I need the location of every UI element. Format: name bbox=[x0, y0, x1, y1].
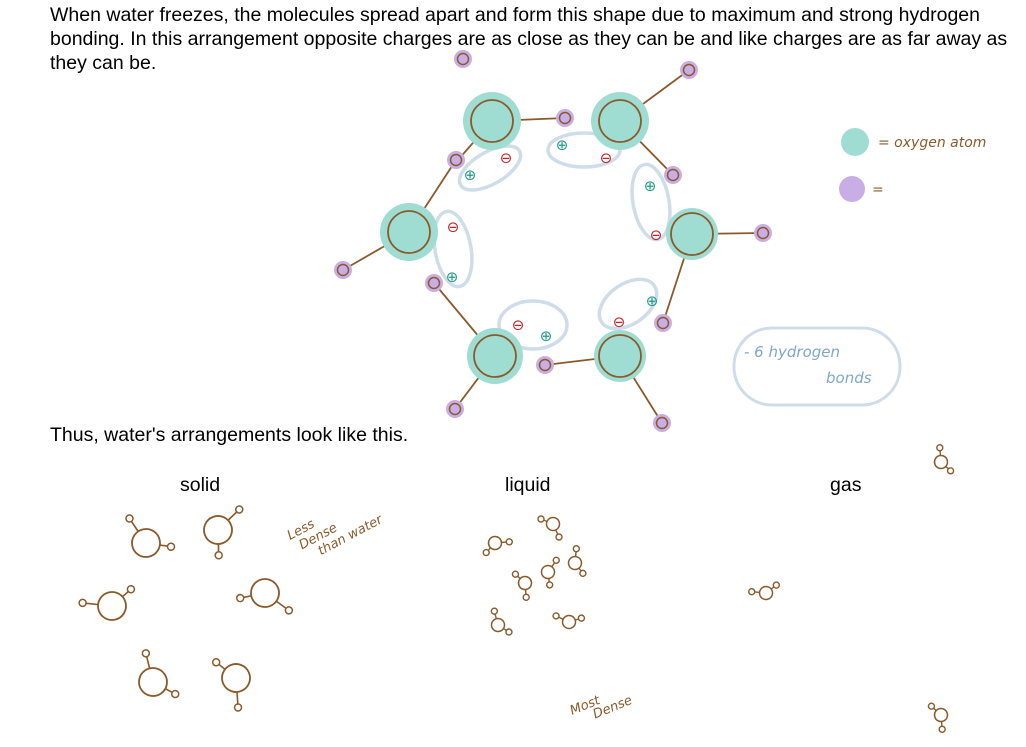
legend-hydrogen-swatch bbox=[839, 176, 865, 202]
solid-molecule-3 bbox=[76, 566, 139, 628]
ice-hydrogen-atoms bbox=[334, 50, 772, 432]
thus-text: Thus, water's arrangements look like thi… bbox=[50, 424, 409, 446]
hbond-outline-6 bbox=[597, 277, 659, 331]
solid-arrangement bbox=[76, 504, 295, 713]
solid-molecule-4 bbox=[233, 572, 295, 635]
gas-molecule-3 bbox=[920, 701, 953, 734]
ice-hexagon-structure: ⊖ ⊕ ⊕ ⊖ ⊕ ⊖ ⊖ ⊕ ⊖ ⊕ ⊖ ⊕ bbox=[334, 50, 772, 432]
positive-charge-2: ⊕ bbox=[556, 136, 569, 154]
hbond-note-line1: - 6 hydrogen bbox=[744, 343, 840, 361]
legend-oxygen-swatch bbox=[841, 128, 869, 156]
negative-charge-6: ⊖ bbox=[613, 313, 626, 331]
liquid-molecule-7 bbox=[551, 599, 587, 635]
solid-molecule-6 bbox=[198, 654, 257, 713]
liquid-molecule-4 bbox=[562, 543, 597, 579]
gas-molecule-2 bbox=[746, 571, 782, 606]
positive-charge-3: ⊕ bbox=[644, 177, 657, 195]
legend: = oxygen atom = bbox=[839, 128, 986, 202]
most-dense-note: Most Dense bbox=[568, 693, 635, 723]
positive-charge-1: ⊕ bbox=[464, 166, 477, 184]
hbond-outline-4 bbox=[432, 209, 474, 289]
hbond-note-outline bbox=[732, 326, 902, 407]
hbond-note-line2: bonds bbox=[826, 369, 872, 387]
ice-oxygen-atoms bbox=[380, 92, 718, 384]
positive-charge-5: ⊕ bbox=[540, 327, 553, 345]
liquid-molecule-3 bbox=[535, 555, 571, 590]
hbond-outline-3 bbox=[630, 162, 672, 242]
gas-label: gas bbox=[830, 474, 862, 496]
gas-arrangement bbox=[746, 443, 962, 734]
legend-oxygen-label: = oxygen atom bbox=[878, 135, 986, 151]
liquid-molecule-2 bbox=[481, 531, 514, 564]
liquid-label: liquid bbox=[505, 474, 551, 496]
solid-molecule-1 bbox=[124, 507, 177, 561]
solid-molecule-2 bbox=[198, 504, 257, 562]
negative-charge-5: ⊖ bbox=[512, 316, 525, 334]
liquid-molecule-6 bbox=[486, 606, 517, 637]
hbond-note: - 6 hydrogen bonds bbox=[732, 326, 902, 407]
partial-charges: ⊖ ⊕ ⊕ ⊖ ⊕ ⊖ ⊖ ⊕ ⊖ ⊕ ⊖ ⊕ bbox=[446, 136, 663, 345]
liquid-arrangement bbox=[481, 515, 597, 637]
negative-charge-4: ⊖ bbox=[447, 218, 460, 236]
intro-text: When water freezes, the molecules spread… bbox=[50, 4, 1008, 74]
hbond-outline-1 bbox=[457, 144, 523, 192]
less-dense-note: Less Dense than water bbox=[285, 512, 387, 559]
negative-charge-2: ⊖ bbox=[600, 149, 613, 167]
liquid-molecule-5 bbox=[504, 569, 537, 602]
solid-label: solid bbox=[180, 474, 221, 496]
liquid-molecule-1 bbox=[537, 515, 563, 541]
hbond-outline-5 bbox=[497, 299, 569, 351]
positive-charge-6: ⊕ bbox=[646, 292, 659, 310]
positive-charge-4: ⊕ bbox=[446, 268, 459, 286]
negative-charge-3: ⊖ bbox=[650, 226, 663, 244]
negative-charge-1: ⊖ bbox=[500, 149, 513, 167]
gas-molecule-1 bbox=[929, 443, 962, 476]
legend-hydrogen-label: = bbox=[872, 182, 884, 198]
solid-molecule-5 bbox=[134, 648, 187, 702]
